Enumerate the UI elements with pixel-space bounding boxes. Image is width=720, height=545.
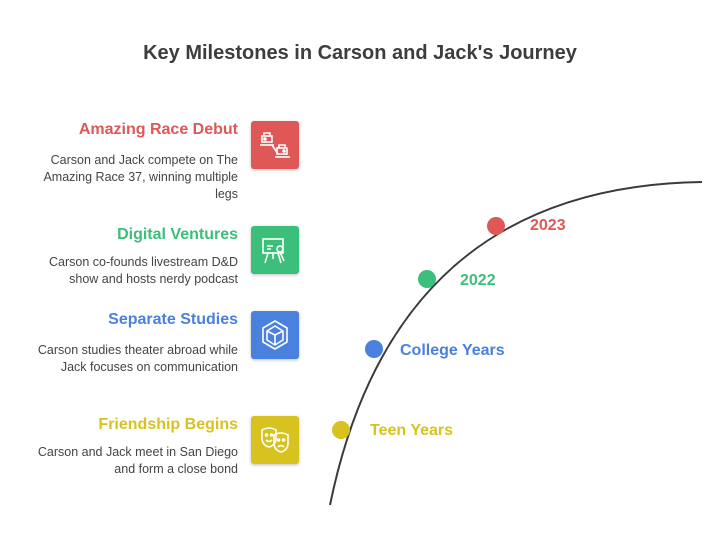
diagram-title: Key Milestones in Carson and Jack's Jour… — [143, 42, 577, 64]
milestone-title-separate-studies: Separate Studies — [108, 311, 238, 328]
milestone-title-digital-ventures: Digital Ventures — [117, 226, 238, 243]
cube-icon — [251, 311, 299, 359]
timeline-dot-college-years — [365, 340, 383, 358]
period-label-2023: 2023 — [530, 217, 566, 234]
milestone-desc-digital-ventures: Carson co-founds livestream D&D show and… — [49, 255, 238, 286]
period-label-2022: 2022 — [460, 272, 496, 289]
presentation-board-icon — [251, 226, 299, 274]
theater-masks-icon — [251, 416, 299, 464]
milestone-desc-friendship-begins: Carson and Jack meet in San Diego and fo… — [37, 445, 238, 476]
milestone-title-friendship-begins: Friendship Begins — [98, 416, 238, 433]
timeline-dot-teen-years — [332, 421, 350, 439]
milestone-desc-amazing-race: Carson and Jack compete on The Amazing R… — [43, 153, 238, 201]
period-label-teen-years: Teen Years — [370, 422, 454, 439]
race-map-icon — [251, 121, 299, 169]
timeline-dot-2022 — [418, 270, 436, 288]
timeline-arc — [329, 181, 703, 506]
milestone-title-amazing-race: Amazing Race Debut — [78, 121, 238, 138]
timeline-dot-2023 — [487, 217, 505, 235]
milestone-desc-separate-studies: Carson studies theater abroad while Jack… — [37, 343, 238, 374]
period-label-college-years: College Years — [400, 342, 505, 359]
